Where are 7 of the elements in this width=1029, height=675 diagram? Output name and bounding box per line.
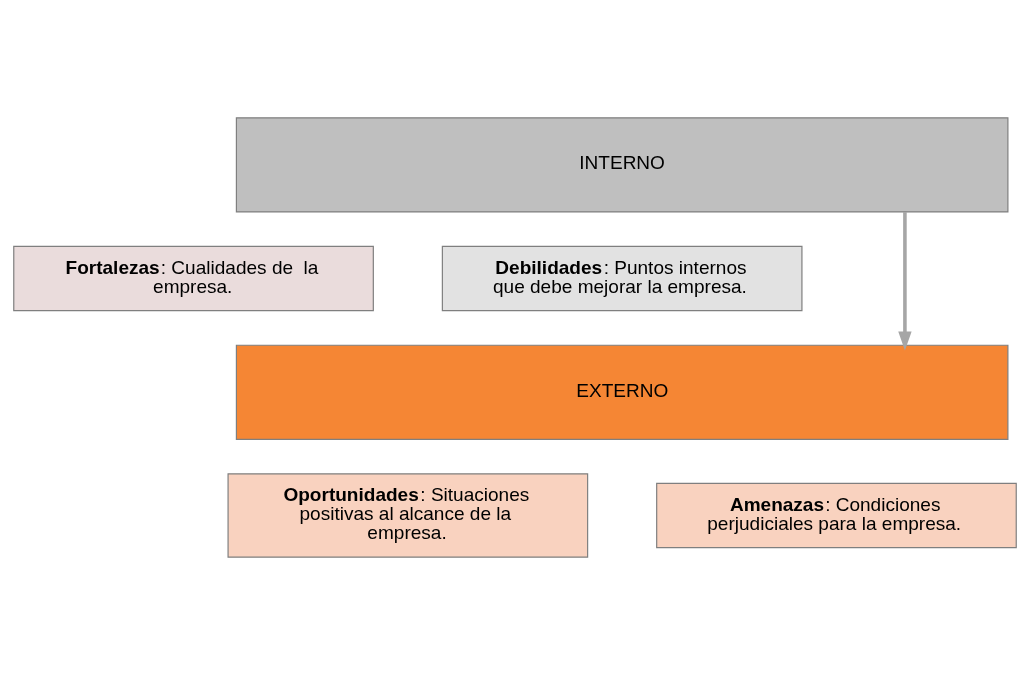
node-box: Debilidades: Puntos internos que debe mejorar la empresa. [441, 245, 803, 312]
node-box: Oportunidades: Situaciones positivas al alcance de la empresa. [226, 473, 588, 558]
node-box: EXTERNO [235, 344, 1008, 440]
node-box: Amenazas: Condiciones perjudiciales para la empresa. [655, 482, 1017, 549]
arrow [897, 212, 912, 351]
node-box: INTERNO [235, 117, 1008, 213]
node-box: Fortalezas: Cualidades de la empresa. [12, 245, 374, 312]
